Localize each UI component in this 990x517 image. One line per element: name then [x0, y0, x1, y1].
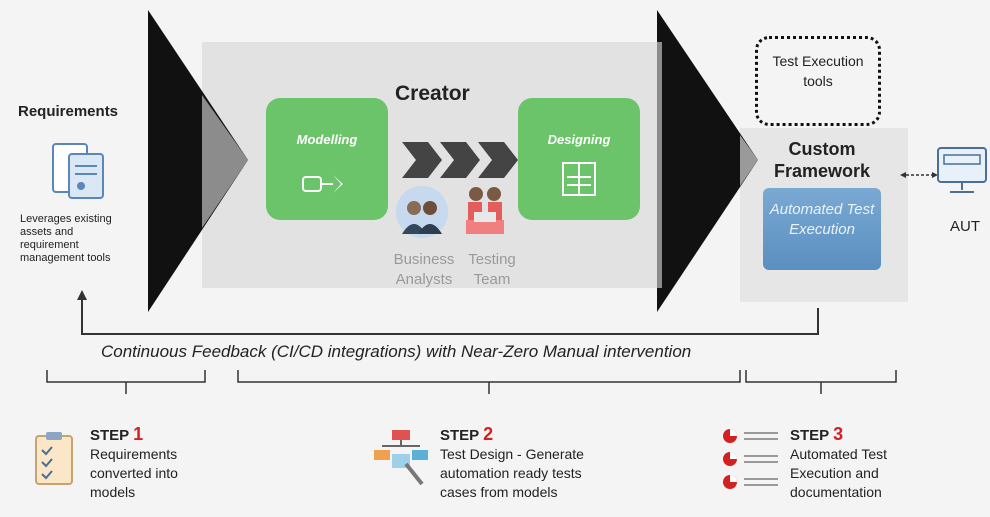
- step-2-word: STEP: [440, 427, 479, 444]
- right-funnel-inner: [740, 135, 758, 186]
- step-2-number: 2: [483, 424, 494, 444]
- step-3-heading: STEP 3: [790, 424, 843, 445]
- feedback-arrow: [81, 296, 819, 335]
- aut-label: AUT: [950, 218, 980, 235]
- bracket-3: [745, 370, 897, 394]
- step-3-word: STEP: [790, 427, 829, 444]
- step-1-word: STEP: [90, 427, 129, 444]
- chevron-2: [440, 142, 480, 178]
- business-analysts-label: Business Analysts: [393, 251, 455, 288]
- step-1-number: 1: [133, 424, 144, 444]
- testing-team-icon: [466, 187, 504, 234]
- monitor-icon: [937, 147, 987, 193]
- bracket-2: [237, 370, 741, 394]
- modelling-box: Modelling: [266, 98, 388, 220]
- step-3-text: Automated Test Execution and documentati…: [790, 446, 888, 500]
- step-2-text: Test Design - Generate automation ready …: [440, 446, 584, 500]
- modelling-label: Modelling: [296, 132, 358, 147]
- report-list-icon: [723, 429, 778, 489]
- designing-box: Designing: [518, 98, 640, 220]
- model-flow-icon: [302, 175, 343, 193]
- design-icon: [562, 162, 596, 196]
- requirements-desc: Leverages existing assets and requiremen…: [20, 213, 112, 264]
- chevron-1: [402, 142, 442, 178]
- chevron-3: [478, 142, 518, 178]
- step-1-text: Requirements converted into models: [90, 446, 178, 500]
- business-analysts-icon: [396, 186, 448, 238]
- framework-title: Custom Framework: [773, 139, 871, 181]
- left-funnel-inner: [202, 95, 248, 228]
- designing-label: Designing: [547, 132, 611, 147]
- left-funnel: [148, 10, 248, 312]
- creator-title: Creator: [395, 82, 470, 105]
- requirements-title: Requirements: [18, 103, 119, 120]
- feedback-text: Continuous Feedback (CI/CD integrations)…: [99, 342, 694, 362]
- checklist-icon: [35, 432, 73, 485]
- test-execution-tools-box: Test Execution tools: [755, 36, 881, 126]
- automated-execution-box: Automated Test Execution: [763, 188, 881, 270]
- step-3-number: 3: [833, 424, 844, 444]
- step-1-heading: STEP 1: [90, 424, 143, 445]
- requirements-doc-icon: [52, 143, 104, 199]
- step-2-heading: STEP 2: [440, 424, 493, 445]
- bracket-1: [46, 370, 206, 394]
- test-design-icon: [374, 430, 428, 486]
- testing-team-label: Testing Team: [468, 251, 516, 288]
- right-funnel: [657, 10, 758, 312]
